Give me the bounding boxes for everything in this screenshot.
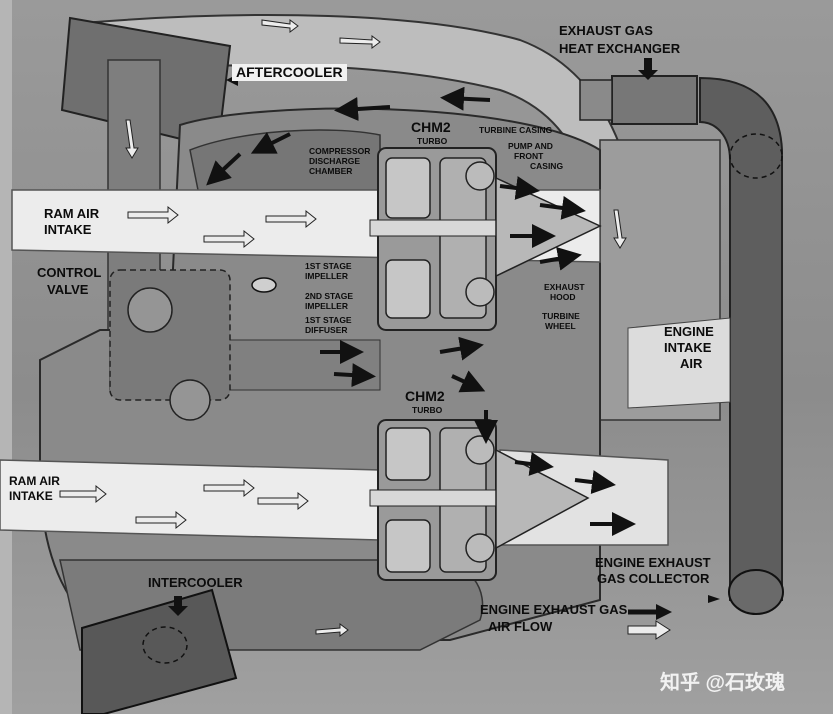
ram-air-duct-bottom <box>0 459 381 541</box>
intercooler-block <box>81 588 238 714</box>
exhaust-collector-pointer <box>708 595 720 603</box>
label-1st-diffuser-2: DIFFUSER <box>305 325 348 335</box>
label-exhaust-hood-1: EXHAUST <box>544 282 585 292</box>
heat-exchanger-box <box>611 75 698 125</box>
label-chm2-top: CHM2 <box>411 119 451 135</box>
chm2-turbo-bottom <box>369 419 590 581</box>
label-compressor-1: COMPRESSOR <box>309 146 371 156</box>
chm2-turbo-top <box>369 147 602 331</box>
label-exhaust-collector-1: ENGINE EXHAUST <box>595 555 711 570</box>
label-compressor-3: CHAMBER <box>309 166 353 176</box>
exhaust-pipe-bend <box>729 133 783 179</box>
label-ram-air-top-2: INTAKE <box>44 222 92 237</box>
label-1st-impeller-1: 1ST STAGE <box>305 261 352 271</box>
exhaust-gas-arrows <box>206 86 636 536</box>
engine-intake-air-panel <box>627 317 731 409</box>
label-ram-air-bottom-2: INTAKE <box>9 489 53 503</box>
label-2nd-impeller-1: 2ND STAGE <box>305 291 354 301</box>
label-aftercooler: AFTERCOOLER <box>232 64 347 81</box>
label-pump-casing-3: CASING <box>530 161 564 171</box>
air-flow-arrows <box>59 19 627 637</box>
label-heat-exchanger-1: EXHAUST GAS <box>559 23 653 38</box>
label-turbine-wheel-2: WHEEL <box>545 321 576 331</box>
legend-exhaust-arrow <box>628 604 672 620</box>
control-valve <box>251 277 277 293</box>
label-turbine-wheel-1: TURBINE <box>542 311 580 321</box>
left-compressor-stages <box>109 269 231 421</box>
compressor-discharge-chamber <box>189 129 381 201</box>
legend-exhaust-label: ENGINE EXHAUST GAS <box>480 602 628 617</box>
label-1st-diffuser-1: 1ST STAGE <box>305 315 352 325</box>
label-exhaust-hood-2: HOOD <box>550 292 576 302</box>
label-pump-casing-1: PUMP AND <box>508 141 553 151</box>
legend-airflow-arrow <box>627 620 671 640</box>
heat-exchanger-pointer <box>638 58 658 80</box>
label-heat-exchanger-2: HEAT EXCHANGER <box>559 41 681 56</box>
watermark: 知乎 @石玫瑰 <box>660 672 786 694</box>
label-turbo-top: TURBO <box>417 136 448 146</box>
label-ram-air-top-1: RAM AIR <box>44 206 100 221</box>
exhaust-vertical-pipe <box>699 76 783 601</box>
intercooler-pointer <box>168 596 188 616</box>
label-intercooler: INTERCOOLER <box>148 575 243 590</box>
label-ram-air-bottom-1: RAM AIR <box>9 474 60 488</box>
exhaust-pipe-outlet <box>728 569 784 615</box>
label-engine-intake-1: ENGINE <box>664 324 714 339</box>
label-control-valve-2: VALVE <box>47 282 89 297</box>
label-engine-intake-3: AIR <box>680 356 703 371</box>
label-1st-impeller-2: IMPELLER <box>305 271 348 281</box>
label-2nd-impeller-2: IMPELLER <box>305 301 348 311</box>
heat-exchanger-inlet <box>579 79 613 121</box>
page-edge <box>0 0 12 714</box>
intercooler-port <box>142 626 188 664</box>
label-turbo-bottom: TURBO <box>412 405 443 415</box>
label-control-valve-1: CONTROL <box>37 265 102 280</box>
label-engine-intake-2: INTAKE <box>664 340 712 355</box>
label-compressor-2: DISCHARGE <box>309 156 361 166</box>
label-exhaust-collector-2: GAS COLLECTOR <box>597 571 710 586</box>
label-turbine-casing: TURBINE CASING <box>479 125 553 135</box>
label-chm2-bottom: CHM2 <box>405 388 445 404</box>
legend-airflow-label: AIR FLOW <box>488 619 553 634</box>
label-pump-casing-2: FRONT <box>514 151 544 161</box>
